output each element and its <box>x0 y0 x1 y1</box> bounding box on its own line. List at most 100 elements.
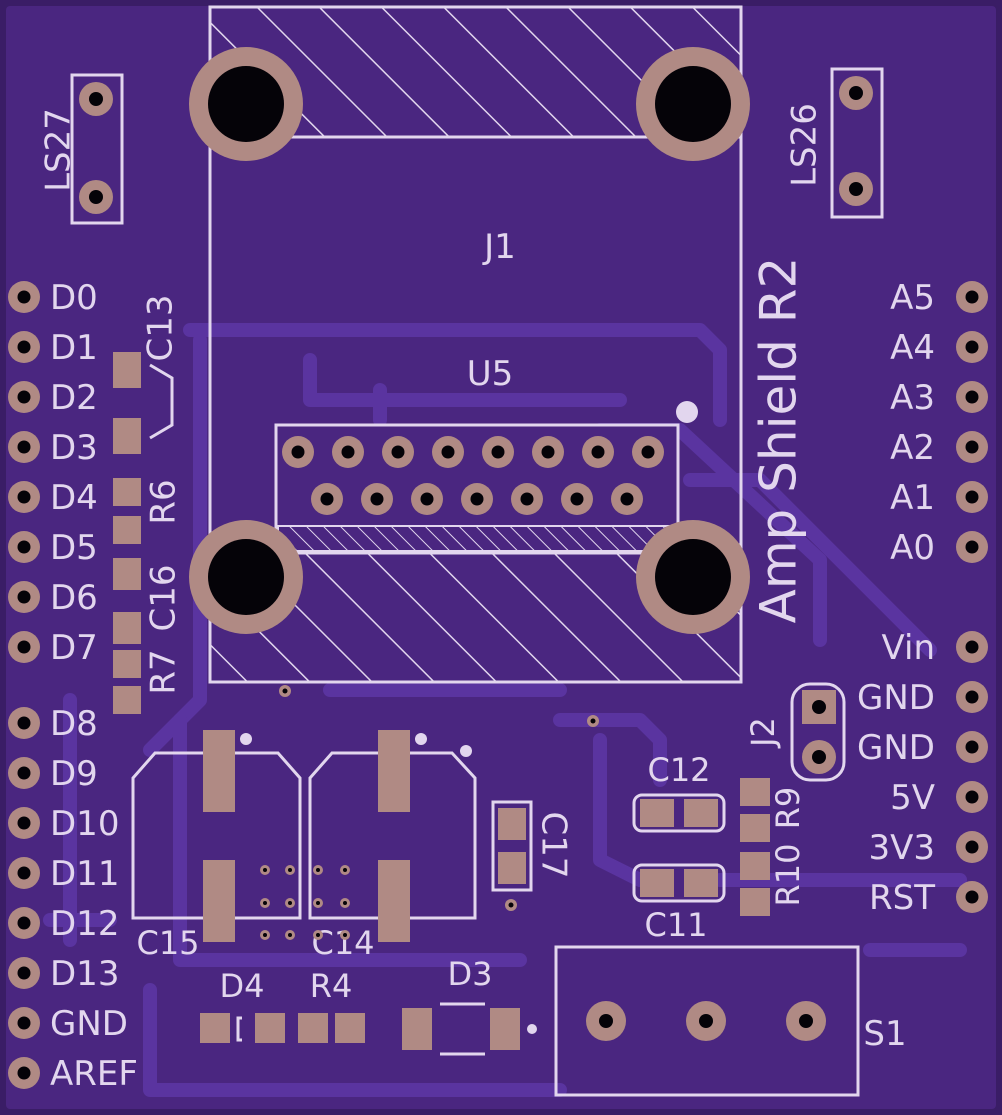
left-pin-label: D4 <box>50 478 98 518</box>
right-pin-a4 <box>956 331 988 363</box>
right-pin-label: GND <box>857 728 935 768</box>
c12-component: C12 <box>632 751 726 833</box>
u5-pin <box>561 483 593 515</box>
j1-label: J1 <box>482 227 516 267</box>
right-pin-a3 <box>956 381 988 413</box>
via <box>260 898 270 908</box>
u5-pin <box>332 436 364 468</box>
left-pin-d1 <box>8 331 40 363</box>
right-pin-a1 <box>956 481 988 513</box>
via <box>313 865 323 875</box>
via <box>285 898 295 908</box>
ls27-component: LS27 <box>39 73 124 225</box>
c15-component: C15 <box>131 730 302 962</box>
left-pin-d0 <box>8 281 40 313</box>
via <box>313 898 323 908</box>
r9-r10-pads <box>740 778 770 916</box>
left-pin-d4 <box>8 481 40 513</box>
left-pin-d11 <box>8 857 40 889</box>
left-pin-label: D11 <box>50 854 119 894</box>
u5-pin <box>282 436 314 468</box>
via <box>340 865 350 875</box>
u5-header: U5 <box>274 354 698 555</box>
left-pin-label: D10 <box>50 804 119 844</box>
right-pin-gnd-2 <box>956 731 988 763</box>
left-pin-label: D7 <box>50 628 98 668</box>
right-pin-3v3-4 <box>956 831 988 863</box>
u5-pin <box>632 436 664 468</box>
right-pin-a0 <box>956 531 988 563</box>
mounting-hole-br <box>636 520 750 634</box>
c13-label: C13 <box>141 294 181 361</box>
left-pin-label: D9 <box>50 754 98 794</box>
trace-layer <box>43 323 967 1097</box>
via <box>260 930 270 940</box>
right-pin-label: 5V <box>890 778 935 818</box>
right-pin-label: 3V3 <box>868 828 935 868</box>
left-pin-d10 <box>8 807 40 839</box>
left-pin-aref <box>8 1057 40 1089</box>
left-pin-d8 <box>8 707 40 739</box>
smd-stack-left <box>113 352 141 714</box>
right-pin-label: A0 <box>890 528 935 568</box>
left-pin-d9 <box>8 757 40 789</box>
u5-pin <box>382 436 414 468</box>
left-pin-label: D8 <box>50 704 98 744</box>
right-pin-label: A5 <box>890 278 935 318</box>
r4-component: R4 <box>298 967 365 1043</box>
r6-label: R6 <box>144 479 184 524</box>
right-pin-a5 <box>956 281 988 313</box>
left-pin-d12 <box>8 907 40 939</box>
left-pin-d7 <box>8 631 40 663</box>
ls26-component: LS26 <box>785 67 884 219</box>
d3-component: D3 <box>402 955 537 1056</box>
mounting-hole-bl <box>189 520 303 634</box>
mounting-holes <box>189 47 750 634</box>
left-pin-d3 <box>8 431 40 463</box>
left-pin-label: GND <box>50 1004 128 1044</box>
via <box>285 930 295 940</box>
left-pin-label: D3 <box>50 428 98 468</box>
u5-label: U5 <box>467 354 514 394</box>
u5-pin <box>311 483 343 515</box>
u5-pin <box>461 483 493 515</box>
left-pin-label: D12 <box>50 904 119 944</box>
misc-vias <box>279 685 599 727</box>
c16-label: C16 <box>144 564 184 631</box>
c13-outline <box>149 363 174 440</box>
c14-component: C14 <box>308 730 477 962</box>
c11-component: C11 <box>632 863 726 944</box>
right-pin-5v-3 <box>956 781 988 813</box>
r10-label: R10 <box>769 844 807 907</box>
u5-pin <box>582 436 614 468</box>
u5-pin <box>432 436 464 468</box>
board-title: Amp Shield R2 <box>750 257 808 624</box>
left-pin-label: D13 <box>50 954 119 994</box>
right-pin-label: A4 <box>890 328 935 368</box>
right-pin-gnd-1 <box>956 681 988 713</box>
left-pin-d13 <box>8 957 40 989</box>
c15-label: C15 <box>136 924 199 962</box>
via <box>313 930 323 940</box>
c12-label: C12 <box>647 751 710 789</box>
via <box>340 898 350 908</box>
left-pin-d2 <box>8 381 40 413</box>
d3-label: D3 <box>448 955 493 993</box>
j2-label: J2 <box>744 717 782 749</box>
left-pin-gnd <box>8 1007 40 1039</box>
left-pin-label: D5 <box>50 528 98 568</box>
via <box>285 865 295 875</box>
u5-pin <box>611 483 643 515</box>
right-pin-rst-5 <box>956 881 988 913</box>
u5-pin <box>411 483 443 515</box>
j2-connector: J2 <box>744 682 846 782</box>
r4-label: R4 <box>310 967 353 1005</box>
u5-pin <box>361 483 393 515</box>
d4-label: D4 <box>220 967 265 1005</box>
right-pin-a2 <box>956 431 988 463</box>
u5-pin1-marker <box>676 401 698 423</box>
via <box>340 930 350 940</box>
right-pin-label: A1 <box>890 478 935 518</box>
